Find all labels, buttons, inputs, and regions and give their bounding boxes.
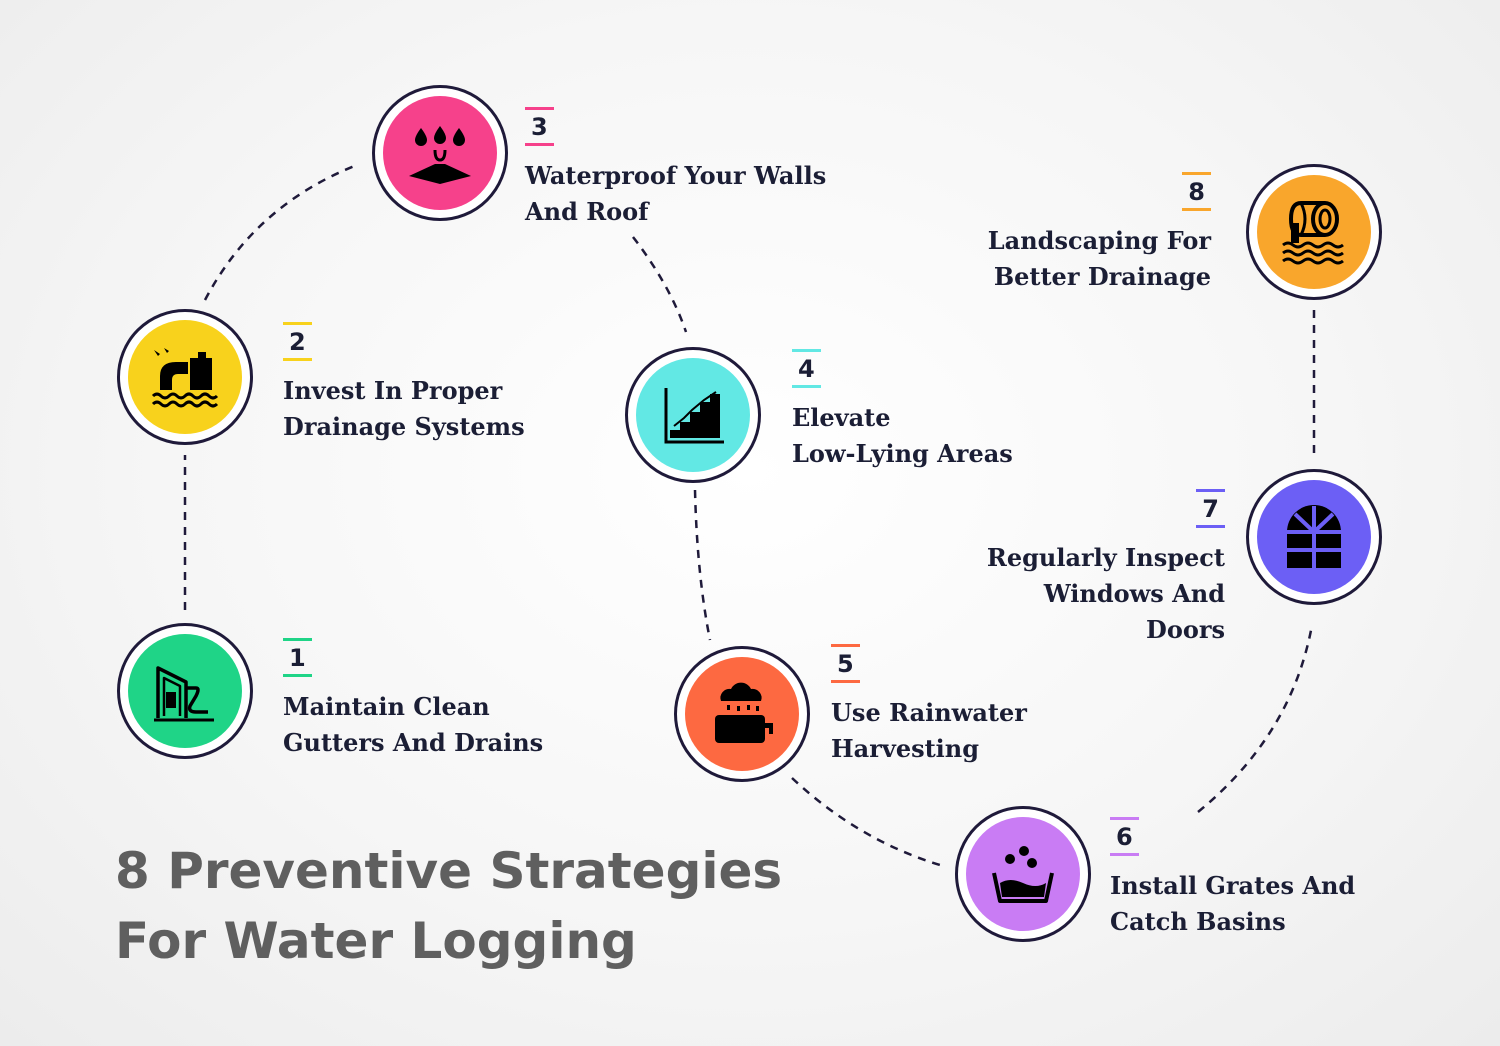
- step-1-disc: [128, 634, 242, 748]
- drain-pipe-icon: [151, 348, 219, 408]
- step-7-node: [1246, 469, 1382, 605]
- step-6-node: [955, 806, 1091, 942]
- step-4-node: [625, 347, 761, 483]
- connector-2-3: [203, 163, 358, 301]
- step-1-node: [117, 623, 253, 759]
- step-8-disc: [1257, 175, 1371, 289]
- step-6-disc: [966, 817, 1080, 931]
- connector-6-7: [1197, 624, 1314, 813]
- step-4-number: 4: [792, 349, 821, 388]
- step-2-text: Invest In Proper Drainage Systems: [283, 376, 525, 441]
- step-8-label: 8 Landscaping For Better Drainage: [985, 172, 1211, 295]
- step-3-disc: [383, 96, 497, 210]
- window-icon: [1287, 505, 1341, 568]
- step-7-number: 7: [1196, 489, 1225, 528]
- step-6-number: 6: [1110, 817, 1139, 856]
- step-5-label: 5 Use Rainwater Harvesting: [831, 644, 1027, 767]
- connector-3-4: [632, 236, 688, 333]
- step-4-label: 4 Elevate Low-Lying Areas: [792, 349, 1013, 472]
- step-1-label: 1 Maintain Clean Gutters And Drains: [283, 638, 543, 761]
- pipe-outlet-icon: [1282, 201, 1344, 265]
- page-title: 8 Preventive Strategies For Water Loggin…: [115, 842, 783, 970]
- step-5-text: Use Rainwater Harvesting: [831, 698, 1027, 763]
- step-4-text: Elevate Low-Lying Areas: [792, 403, 1013, 468]
- step-5-node: [674, 646, 810, 782]
- connector-4-5: [693, 489, 712, 641]
- step-1-number: 1: [283, 638, 312, 677]
- catch-basin-icon: [992, 846, 1054, 903]
- step-3-text: Waterproof Your Walls And Roof: [525, 161, 827, 226]
- step-2-number: 2: [283, 322, 312, 361]
- step-5-number: 5: [831, 644, 860, 683]
- step-6-label: 6 Install Grates And Catch Basins: [1110, 817, 1355, 940]
- step-8-number: 8: [1182, 172, 1211, 211]
- water-drops-icon: [409, 126, 471, 184]
- step-1-text: Maintain Clean Gutters And Drains: [283, 692, 544, 757]
- step-3-label: 3 Waterproof Your Walls And Roof: [525, 107, 826, 230]
- step-7-disc: [1257, 480, 1371, 594]
- elevation-steps-icon: [664, 388, 724, 444]
- step-2-label: 2 Invest In Proper Drainage Systems: [283, 322, 525, 445]
- step-8-node: [1246, 164, 1382, 300]
- step-2-node: [117, 309, 253, 445]
- house-gutter-icon: [154, 666, 214, 722]
- step-6-text: Install Grates And Catch Basins: [1110, 871, 1356, 936]
- step-4-disc: [636, 358, 750, 472]
- step-8-text: Landscaping For Better Drainage: [987, 226, 1211, 291]
- step-2-disc: [128, 320, 242, 434]
- connector-5-6: [791, 777, 941, 867]
- step-3-number: 3: [525, 107, 554, 146]
- step-7-label: 7 Regularly Inspect Windows And Doors: [959, 489, 1225, 648]
- rain-tank-icon: [715, 682, 773, 743]
- step-3-node: [372, 85, 508, 221]
- step-7-text: Regularly Inspect Windows And Doors: [986, 543, 1225, 644]
- step-5-disc: [685, 657, 799, 771]
